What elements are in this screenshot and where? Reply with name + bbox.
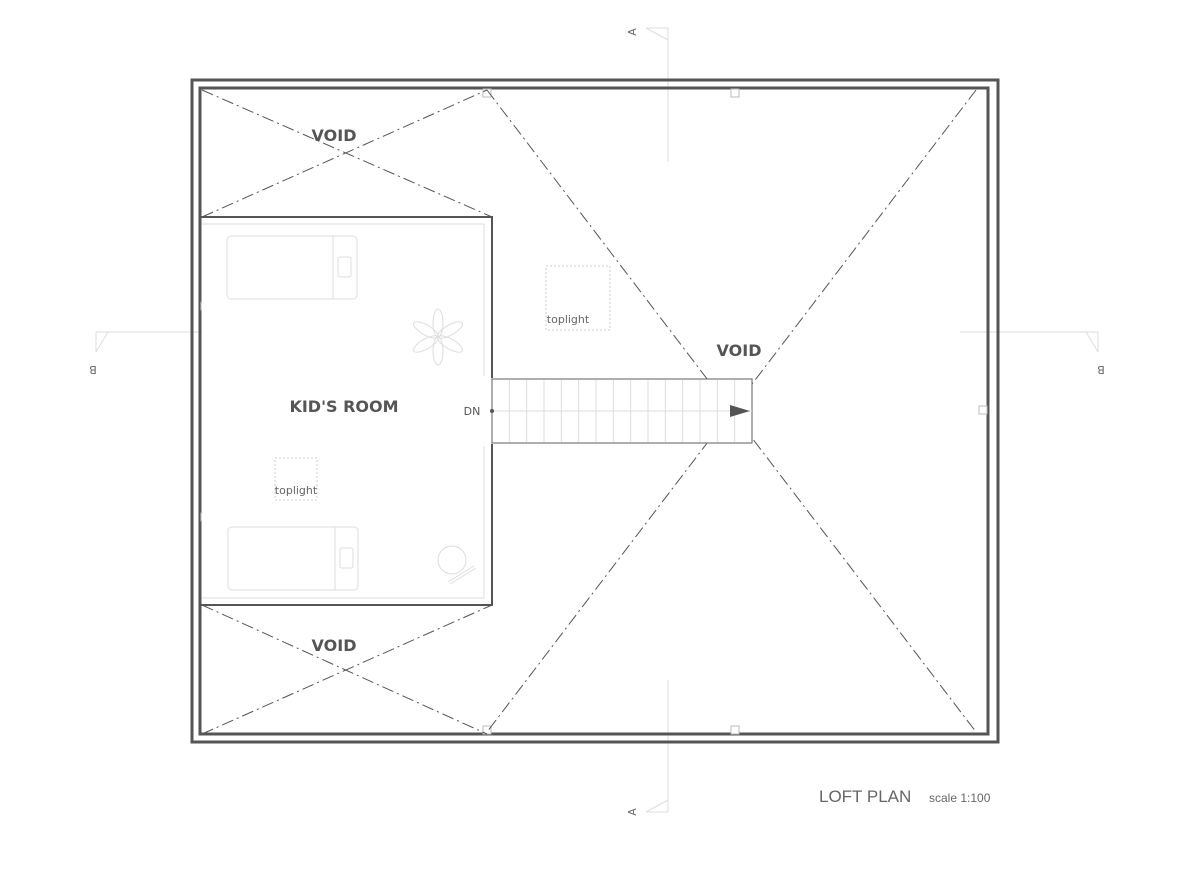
chair-icon bbox=[437, 545, 477, 585]
kids-room-label: KID'S ROOM bbox=[289, 397, 398, 416]
void-main-label: VOID bbox=[717, 341, 762, 360]
section-b-right-label: B bbox=[1097, 363, 1105, 376]
toplight-kids-label: toplight bbox=[275, 484, 318, 497]
exterior-walls bbox=[190, 78, 1000, 744]
section-line-a: A A bbox=[626, 27, 669, 816]
toplight-main-outline bbox=[545, 265, 611, 331]
stair-down-label: DN bbox=[464, 405, 481, 418]
void-top-label: VOID bbox=[312, 126, 357, 145]
section-b-left-label: B bbox=[89, 363, 97, 376]
kids-room: toplight KID'S ROOM bbox=[200, 216, 493, 606]
toplight-kids-outline bbox=[274, 457, 318, 501]
drawing-scale: scale 1:100 bbox=[929, 791, 991, 805]
section-a-bottom-label: A bbox=[626, 808, 639, 816]
section-a-top-label: A bbox=[626, 28, 639, 36]
void-bottom-label: VOID bbox=[312, 636, 357, 655]
stair bbox=[490, 378, 753, 444]
bed-top bbox=[226, 235, 358, 300]
section-line-b: B B bbox=[89, 331, 1105, 376]
stair-arrow-icon bbox=[730, 405, 750, 417]
plant-icon bbox=[412, 308, 464, 366]
toplight-main-label: toplight bbox=[547, 313, 590, 326]
drawing-title: LOFT PLAN bbox=[819, 787, 911, 806]
bed-bottom bbox=[227, 526, 359, 591]
